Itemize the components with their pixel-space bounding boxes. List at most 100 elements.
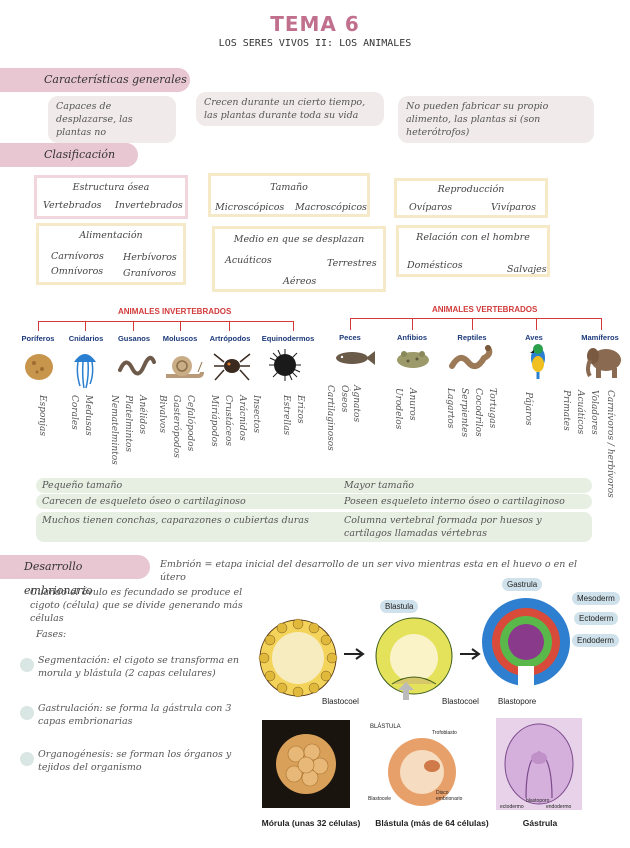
example-erizos: Erizos xyxy=(295,395,305,424)
example-medusas: Medusas xyxy=(83,395,93,436)
example-insectos: Insectos xyxy=(251,395,261,433)
section-development-label: Desarrollo embrionario xyxy=(0,555,150,597)
box-item: Herbívoros xyxy=(123,252,177,263)
phase-segmentacion: Segmentación: el cigoto se transforma en… xyxy=(38,655,239,679)
box-item: Invertebrados xyxy=(115,200,183,211)
caption-morula: Mórula (unas 32 células) xyxy=(261,818,361,828)
page-subtitle: LOS SERES VIVOS II: LOS ANIMALES xyxy=(218,38,412,49)
frog-icon xyxy=(397,351,429,368)
example-anuros: Anuros xyxy=(407,388,417,421)
box-relacion: Relación con el hombre Domésticos Salvaj… xyxy=(396,225,550,277)
label-blastocoel-1: Blastocoel xyxy=(322,697,359,706)
box-item: Microscópicos xyxy=(215,202,285,213)
comparison-right-1: Mayor tamaño xyxy=(344,480,415,491)
urchin-icon xyxy=(269,349,301,381)
comparison-right-3: Columna vertebral formada por huesos y c… xyxy=(344,515,542,539)
box-alimentacion-head: Alimentación xyxy=(79,230,143,241)
group-gusanos: Gusanos xyxy=(117,334,151,343)
photo-disco: Disco embrionario xyxy=(436,790,463,802)
label-endoderm: Endoderm xyxy=(572,634,619,647)
general-bubble-3: No pueden fabricar su propio alimento, l… xyxy=(398,96,594,143)
example-cefalopodos: Cefalópodos xyxy=(185,395,195,452)
comparison-row-3 xyxy=(36,512,592,542)
fish-icon xyxy=(336,351,375,365)
example-aracnidos: Arácnidos xyxy=(237,395,247,441)
example-lagartos: Lagartos xyxy=(445,388,455,429)
photo-blastoporo: blastoporo xyxy=(526,798,550,804)
tree-line xyxy=(38,321,294,322)
example-tortugas: Tortugas xyxy=(487,388,497,429)
example-anelidos: Anélidos xyxy=(137,395,147,435)
example-platelmintos: Platelmintos xyxy=(123,395,133,452)
example-bivalvos: Bivalvos xyxy=(157,395,167,433)
photo-blastula-title: BLÁSTULA xyxy=(370,724,401,730)
spider-icon xyxy=(213,353,251,381)
example-carnivoros-herbivoros: Carnívoros / herbívoros xyxy=(605,390,615,498)
sponge-icon xyxy=(25,354,53,380)
example-pajaros: Pájaros xyxy=(523,392,533,426)
comparison-row-1 xyxy=(36,478,592,493)
section-classification-label: Clasificación xyxy=(0,143,138,167)
example-miriapodos: Miriápodos xyxy=(209,395,219,447)
group-aves: Aves xyxy=(525,333,543,342)
phase-gastrulacion: Gastrulación: se forma la gástrula con 3… xyxy=(38,703,232,727)
blastula-title: Blastula xyxy=(380,600,419,613)
box-item: Vivíparos xyxy=(491,202,537,213)
snail-icon xyxy=(166,356,204,378)
jellyfish-icon xyxy=(74,354,96,389)
box-estructura: Estructura ósea Vertebrados Invertebrado… xyxy=(34,175,188,219)
example-esponjas: Esponjas xyxy=(37,395,47,436)
group-peces: Peces xyxy=(339,333,361,342)
comparison-right-2: Poseen esqueleto interno óseo o cartilag… xyxy=(344,496,565,507)
early-blastula-diagram xyxy=(258,618,338,698)
label-blastocoel-2: Blastocoel xyxy=(442,697,479,706)
worm-icon xyxy=(118,355,156,376)
example-cocodrilos: Cocodrilos xyxy=(473,388,483,437)
example-cartilaginosos: Cartilaginosos xyxy=(325,385,335,451)
comparison-left-2: Carecen de esqueleto óseo o cartilaginos… xyxy=(42,496,246,507)
photo-trofoblasto: Trofoblasto xyxy=(432,730,457,736)
box-item: Domésticos xyxy=(407,260,463,271)
box-item: Salvajes xyxy=(507,264,547,275)
group-cnidarios: Cnidarios xyxy=(68,334,104,343)
blastula-photo xyxy=(366,718,476,810)
general-bubble-2: Crecen durante un cierto tiempo, las pla… xyxy=(196,92,384,126)
comparison-left-3: Muchos tienen conchas, caparazones o cub… xyxy=(42,515,309,526)
example-nematelmintos: Nematelmintos xyxy=(109,395,119,465)
page-title: TEMA 6 xyxy=(270,12,360,36)
example-acuaticos: Acuáticos xyxy=(575,390,585,435)
box-reproduccion-head: Reproducción xyxy=(437,184,505,195)
group-anfibios: Anfibios xyxy=(397,333,427,342)
section-general-label: Características generales xyxy=(0,68,190,92)
box-item: Omnívoros xyxy=(51,266,104,277)
box-tamano-head: Tamaño xyxy=(270,182,308,193)
group-poriferos: Poríferos xyxy=(21,334,55,343)
general-bubble-1: Capaces de desplazarse, las plantas no xyxy=(48,96,176,143)
comparison-row-2 xyxy=(36,494,592,509)
phase-bullet xyxy=(20,752,34,766)
box-estructura-head: Estructura ósea xyxy=(72,182,150,193)
caption-blastula: Blástula (más de 64 células) xyxy=(375,818,489,828)
example-crustaceos: Crustáceos xyxy=(223,395,233,446)
group-artropodos: Artrópodos xyxy=(209,334,251,343)
up-arrow-icon xyxy=(398,682,414,700)
parrot-icon xyxy=(530,344,545,379)
blastula-diagram xyxy=(375,617,453,695)
example-estrellas: Estrellas xyxy=(281,395,291,436)
comparison-left-1: Pequeño tamaño xyxy=(42,480,123,491)
tree-line xyxy=(350,318,602,319)
example-serpientes: Serpientes xyxy=(459,388,469,438)
label-blastopore: Blastopore xyxy=(498,697,537,706)
box-item: Ovíparos xyxy=(409,202,453,213)
example-corales: Corales xyxy=(69,395,79,430)
box-item: Acuáticos xyxy=(225,255,272,266)
box-item: Vertebrados xyxy=(43,200,102,211)
phase-bullet xyxy=(20,706,34,720)
box-item: Terrestres xyxy=(327,258,377,269)
box-alimentacion: Alimentación Carnívoros Herbívoros Omnív… xyxy=(36,223,186,285)
snake-icon xyxy=(449,345,493,370)
box-item: Granívoros xyxy=(123,268,177,279)
arrow-icon xyxy=(460,648,481,660)
photo-blastocele: Blastocele xyxy=(368,796,392,802)
group-moluscos: Moluscos xyxy=(162,334,198,343)
